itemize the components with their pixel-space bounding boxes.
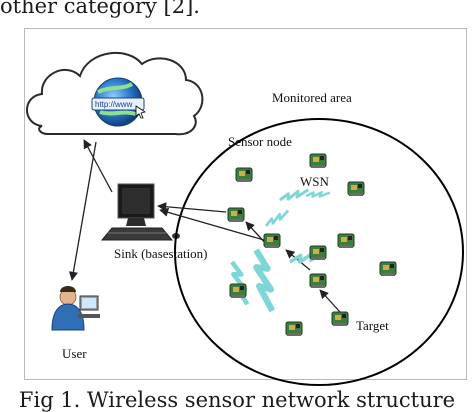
monitored-area-boundary bbox=[174, 118, 464, 386]
body-text-fragment: other category [2]. bbox=[0, 0, 200, 18]
wireless-link-icon bbox=[304, 189, 332, 200]
arrow-sink-to-cloud bbox=[83, 139, 113, 193]
label-sensor-node: Sensor node bbox=[228, 134, 292, 149]
browser-url-text: http://www bbox=[95, 100, 133, 109]
figure-frame bbox=[24, 28, 467, 380]
wireless-link-icon bbox=[228, 260, 252, 305]
sensor-node-icon bbox=[309, 245, 327, 261]
user-icon bbox=[51, 286, 100, 331]
sensor-node-icon bbox=[331, 311, 349, 327]
label-monitored-area: Monitored area bbox=[272, 90, 352, 105]
sensor-node-icon bbox=[309, 153, 327, 169]
wireless-link-icon bbox=[263, 206, 292, 230]
sensor-node-icon bbox=[337, 233, 355, 249]
sensor-node-icon bbox=[309, 273, 327, 289]
arrows bbox=[68, 139, 341, 313]
label-wsn: WSN bbox=[300, 174, 330, 189]
arrow-target-to-node bbox=[319, 289, 341, 313]
sensor-node-icon bbox=[235, 167, 253, 183]
sensor-node-icon bbox=[347, 181, 365, 197]
arrow-cloud-to-user bbox=[68, 141, 97, 281]
sensor-node-icon bbox=[379, 261, 397, 277]
sensor-node-icon bbox=[229, 283, 247, 299]
arrow-relay-2 bbox=[285, 249, 311, 271]
label-target: Target bbox=[356, 318, 389, 333]
sensor-node-icon bbox=[263, 233, 281, 249]
wireless-link-icon bbox=[277, 185, 311, 205]
sensor-node-icon bbox=[285, 321, 303, 337]
computer-icon bbox=[100, 183, 180, 241]
wireless-link-icon bbox=[250, 248, 278, 312]
figure-caption: Fig 1. Wireless sensor network structure bbox=[18, 388, 456, 412]
label-sink: Sink (basestation) bbox=[114, 246, 208, 261]
arrow-node-to-sink-1 bbox=[157, 202, 227, 213]
label-user: User bbox=[62, 346, 87, 361]
globe-icon: http://www bbox=[91, 77, 146, 127]
sensor-node-icon bbox=[227, 207, 245, 223]
arrow-node-to-sink-2 bbox=[159, 207, 265, 241]
